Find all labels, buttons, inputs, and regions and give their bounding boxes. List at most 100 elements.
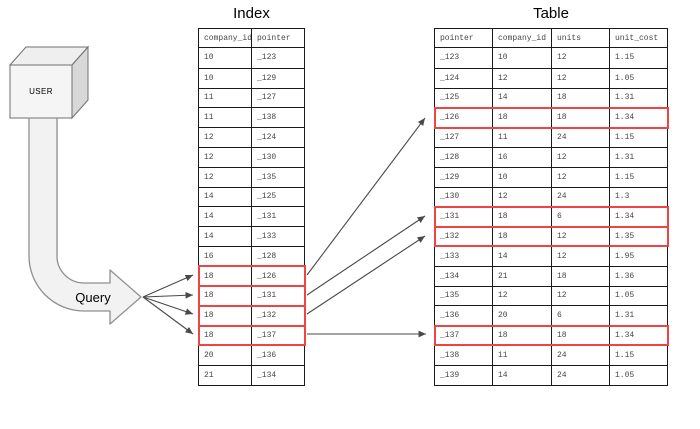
column-header: company_id (492, 29, 551, 47)
table-cell: 14 (204, 192, 214, 202)
table-cell: _131 (440, 212, 460, 222)
table-cell: 1.34 (609, 108, 667, 128)
table-row: 10_129 (199, 67, 304, 88)
table-row: 18_132 (197, 304, 306, 327)
table-cell: 24 (551, 345, 609, 365)
table-cell: 18 (204, 291, 214, 301)
table-cell: 11 (204, 113, 214, 123)
table-cell: 21 (492, 266, 551, 286)
table-cell: 18 (492, 207, 551, 227)
table-row: 16_128 (199, 245, 304, 266)
table-cell: 12 (204, 172, 214, 182)
table-cell: 6 (551, 207, 609, 227)
table-cell: 10 (204, 53, 214, 63)
table-cell: 18 (551, 88, 609, 108)
table-cell: 12 (551, 286, 609, 306)
table-cell: 10 (204, 73, 214, 83)
table-cell: 12 (551, 246, 609, 266)
table-cell: 12 (551, 48, 609, 68)
table-row: 10_123 (199, 48, 304, 68)
table-cell: 12 (551, 68, 609, 88)
table-cell: 1.15 (609, 128, 667, 147)
table-cell: _131 (251, 207, 304, 227)
table-cell: 1.3 (609, 187, 667, 207)
table-cell: 1.05 (609, 365, 667, 385)
table-cell: _136 (440, 311, 460, 321)
table-cell: 12 (551, 227, 609, 246)
table-cell: _135 (251, 167, 304, 187)
column-header: company_id (204, 33, 251, 43)
table-cell: 1.05 (609, 286, 667, 306)
index-to-table-arrow (306, 235, 426, 315)
table-cell: 20 (204, 350, 214, 360)
table-cell: 1.05 (609, 68, 667, 88)
table-cell: 11 (492, 128, 551, 147)
table-cell: 16 (204, 251, 214, 261)
column-header: units (551, 29, 609, 47)
table-cell: 24 (551, 187, 609, 207)
table-cell: 18 (551, 266, 609, 286)
table-cell: _124 (251, 128, 304, 147)
user-cube-icon: USER (8, 45, 90, 120)
table-cell: 1.95 (609, 246, 667, 266)
table-cell: _139 (440, 370, 460, 380)
table-cell: _124 (440, 73, 460, 83)
table-row: 11 _138 (199, 107, 304, 128)
table-cell: 12 (492, 286, 551, 306)
table-cell: 24 (551, 128, 609, 147)
table-cell: 10 (492, 167, 551, 187)
query-fan-arrow (142, 296, 194, 335)
user-label: USER (29, 87, 53, 96)
table-row: 18 _137 (197, 324, 306, 347)
table-cell: _132 (440, 232, 460, 242)
index-to-table-arrow (306, 117, 426, 276)
table-row: 14_125 (199, 186, 304, 207)
index-to-table-arrows (306, 117, 426, 338)
table-cell: _138 (251, 108, 304, 128)
table-row: 14_131 (199, 206, 304, 227)
table-cell: 11 (204, 93, 214, 103)
table-cell: _133 (440, 251, 460, 261)
column-header: pointer (251, 29, 304, 47)
table-row: 11_127 (199, 87, 304, 108)
table-cell: _134 (251, 365, 304, 385)
table-cell: 24 (551, 365, 609, 385)
table-cell: 1.15 (609, 345, 667, 365)
table-cell: 18 (204, 331, 214, 341)
table-cell: _136 (251, 345, 304, 365)
table-cell: _127 (440, 133, 460, 143)
table-cell: 20 (492, 306, 551, 326)
table-cell: 1.15 (609, 167, 667, 187)
table-cell: _130 (251, 147, 304, 167)
table-cell: 21 (204, 370, 214, 380)
query-fan-arrows (142, 274, 194, 335)
table-cell: _137 (251, 326, 304, 345)
table-cell: 1.31 (609, 88, 667, 108)
table-row: 12_130 (199, 146, 304, 167)
table-cell: 12 (204, 133, 214, 143)
table-cell: _126 (251, 266, 304, 286)
table-cell: 1.31 (609, 306, 667, 326)
table-cell: 10 (492, 48, 551, 68)
table-cell: _125 (440, 93, 460, 103)
table-cell: _126 (440, 113, 460, 123)
query-arrow-icon: Query (28, 117, 142, 325)
table-row: 12 _124 (199, 127, 304, 147)
table-cell: 12 (492, 187, 551, 207)
table-cell: _131 (251, 286, 304, 306)
table-cell: 1.31 (609, 147, 667, 167)
table-cell: 1.35 (609, 227, 667, 246)
